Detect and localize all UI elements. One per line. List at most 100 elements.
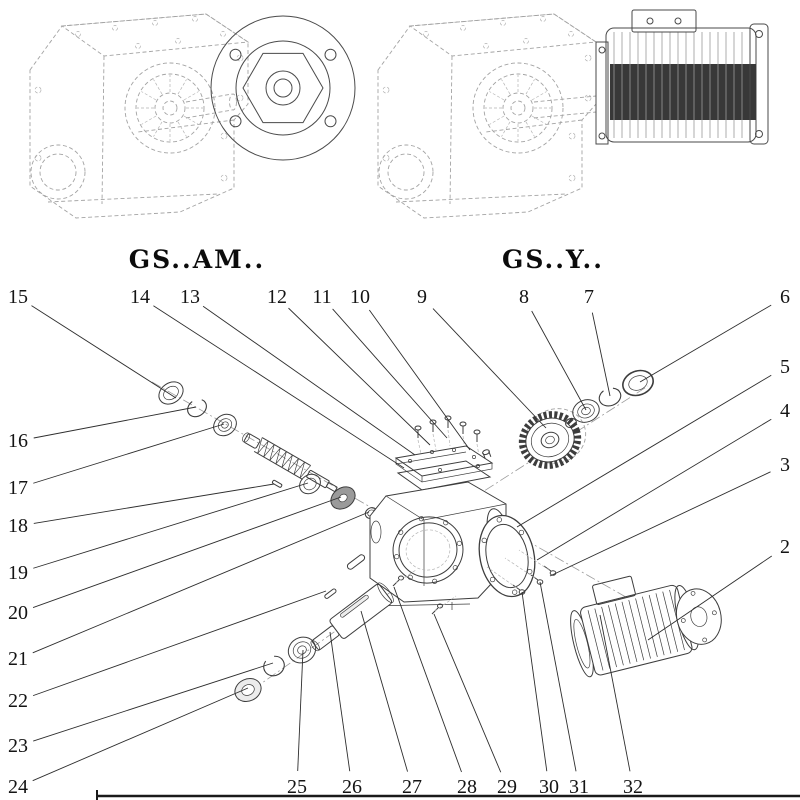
cover-screws [414,415,481,457]
callout-15: 15 [8,286,28,308]
callout-11: 11 [312,286,331,308]
leader-line-9 [432,308,547,429]
leader-line-20 [32,496,342,609]
cover-plate-parts [394,415,494,491]
leader-line-12 [288,307,431,446]
callout-2: 2 [780,536,790,558]
callout-28: 28 [457,776,477,798]
flange-ring [478,514,536,598]
terminal-box [592,575,636,606]
leader-line-11 [332,308,448,439]
leader-line-17 [33,423,225,484]
callout-3: 3 [780,454,790,476]
housing-bore [392,516,464,584]
leader-line-2 [647,555,773,641]
leader-line-8 [531,310,587,411]
callout-12: 12 [267,286,287,308]
gearbox-flange-figure [29,13,356,219]
callout-30: 30 [539,776,559,798]
housing-boss [370,520,382,544]
callout-22: 22 [8,690,28,712]
callout-21: 21 [8,648,28,670]
output-flange-parts [478,514,557,598]
housing-screws [392,569,457,615]
spacer-ring [565,417,577,429]
motor-end-cap [749,23,769,145]
callout-27: 27 [402,776,422,798]
callout-13: 13 [180,286,200,308]
callout-32: 32 [623,776,643,798]
leader-line-13 [202,305,416,456]
callout-7: 7 [584,286,594,308]
leader-line-25 [297,649,304,772]
caption-gs-am: GS..AM.. [129,245,265,274]
gear-stack-parts [518,369,654,469]
caption-gs-y: GS..Y.. [502,245,604,274]
output-shaft [310,582,394,652]
oil-seal [158,381,184,405]
callout-19: 19 [8,562,28,584]
worm-shaft [242,432,338,492]
callout-14: 14 [130,286,150,308]
circlip [263,655,285,677]
motor-exploded [570,575,722,678]
cover-gasket [396,460,492,491]
cropped-table-border [96,790,800,800]
callout-26: 26 [342,776,362,798]
leader-line-28 [393,586,462,773]
leader-line-32 [599,614,631,772]
motor-fins [613,32,751,138]
leader-line-30 [521,591,548,772]
ball-bearing [287,636,317,664]
callout-4: 4 [780,400,790,422]
callout-31: 31 [569,776,589,798]
seal-washer [234,678,262,702]
callout-6: 6 [780,286,790,308]
leader-line-10 [368,309,471,451]
gearbox-body-drawing [29,13,249,219]
leader-line-29 [433,613,502,773]
leader-line-4 [536,418,772,561]
callout-29: 29 [497,776,517,798]
output-shaft-parts [234,554,457,702]
leader-line-27 [360,610,408,772]
callout-24: 24 [8,776,28,798]
leader-line-21 [32,511,370,654]
leader-line-26 [329,631,351,772]
leader-line-24 [32,687,249,782]
gearbox-body-drawing [377,13,597,219]
leader-line-19 [33,482,309,569]
motor-dark-band [610,64,756,120]
gearbox-motor-figure [377,9,769,219]
leader-line-16 [33,406,197,439]
callout-16: 16 [8,430,28,452]
callout-25: 25 [287,776,307,798]
callout-10: 10 [350,286,370,308]
ball-bearing [213,413,237,437]
input-shaft-drawing [185,93,237,119]
leader-line-31 [539,581,577,772]
oil-seal [622,369,654,397]
callout-5: 5 [780,356,790,378]
terminal-box [631,9,697,33]
leader-line-6 [639,304,772,383]
ball-bearing [572,399,600,423]
worm-gear [518,411,582,469]
leader-line-15 [31,305,177,399]
exploded-assembly-drawing [151,369,722,702]
circlip [187,398,207,418]
ball-bearing [299,473,321,495]
shaft-key [346,554,366,570]
callout-23: 23 [8,735,28,757]
motor-drawing [595,9,769,145]
callout-8: 8 [519,286,529,308]
callout-9: 9 [417,286,427,308]
worm-shaft-parts [158,381,378,519]
motor-shaft-drawing [533,95,597,119]
callout-20: 20 [8,602,28,624]
motor-fins [587,589,685,671]
vent-plug [482,449,492,460]
